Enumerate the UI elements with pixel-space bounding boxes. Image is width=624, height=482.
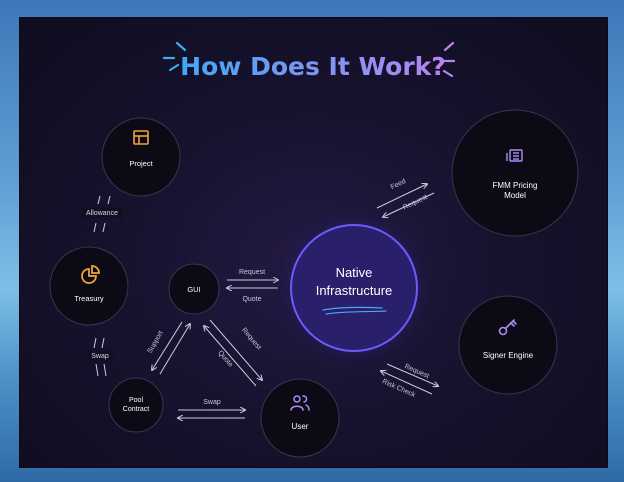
title-sparkle-left-icon (162, 41, 187, 72)
arrow-gui-to-user (209, 319, 262, 380)
page-title: How Does It Work? (180, 52, 446, 81)
edge-label-pool-user-swap: Swap (203, 399, 221, 406)
node-gui: GUI (168, 263, 220, 315)
arrow-gui-to-pool (152, 321, 183, 370)
edge-label-support: Support (147, 330, 165, 355)
node-native-label-line2: Infrastructure (316, 283, 393, 298)
edge-label-allowance: Allowance (86, 210, 118, 217)
node-user-label: User (292, 422, 309, 431)
arrow-native-to-signer (386, 363, 438, 386)
node-project: Project (101, 117, 181, 197)
edge-label-gui-user-quote: Quote (216, 349, 234, 368)
diagram-canvas: How Does It Work? Allowance Swap Request… (19, 17, 608, 468)
edge-label-fmm-request: Request (402, 194, 429, 212)
arrow-signer-to-native (381, 371, 433, 395)
node-signer-engine: Signer Engine (458, 295, 558, 395)
node-native-label-line1: Native (336, 265, 373, 280)
node-signer-label: Signer Engine (483, 351, 534, 360)
node-fmm-pricing-model: FMM Pricing Model (451, 109, 579, 237)
edge-label-risk-check: Risk Check (381, 378, 417, 399)
node-user: User (260, 378, 340, 458)
node-gui-label: GUI (187, 285, 200, 294)
node-native-infrastructure: Native Infrastructure (272, 206, 436, 370)
node-treasury-label: Treasury (74, 294, 104, 303)
arrow-native-to-fmm (376, 184, 427, 209)
edge-label-signer-request: Request (403, 363, 430, 380)
node-project-label: Project (129, 159, 153, 168)
edge-label-feed: Feed (390, 178, 408, 191)
node-pool-contract: Pool Contract (108, 377, 164, 433)
swap-tag (87, 350, 113, 361)
edge-treasury-pool (93, 337, 107, 377)
spreadsheet-icon (506, 149, 523, 162)
arrow-pool-to-gui (159, 324, 190, 375)
node-fmm-label-line1: FMM Pricing (493, 181, 538, 190)
node-fmm-label-line2: Model (504, 191, 526, 200)
flow-diagram: How Does It Work? Allowance Swap Request… (49, 41, 579, 458)
node-treasury: Treasury (49, 246, 129, 326)
allowance-tag (81, 207, 123, 218)
pie-chart-icon (81, 265, 100, 284)
title-sparkle-right-icon (442, 41, 456, 78)
node-pool-label-line2: Contract (123, 406, 150, 413)
edge-project-treasury (93, 195, 111, 233)
arrow-user-to-gui (204, 326, 257, 387)
key-icon (498, 319, 517, 336)
edge-label-gui-quote: Quote (242, 296, 261, 303)
edge-label-swap-treasury: Swap (91, 353, 109, 360)
edge-label-gui-user-request: Request (240, 327, 262, 352)
users-icon (290, 395, 310, 411)
scribble-decoration-icon (322, 306, 387, 315)
arrow-fmm-to-native (383, 192, 435, 217)
edge-label-gui-request: Request (239, 269, 265, 276)
node-pool-label-line1: Pool (129, 397, 143, 404)
layout-icon (133, 130, 149, 145)
